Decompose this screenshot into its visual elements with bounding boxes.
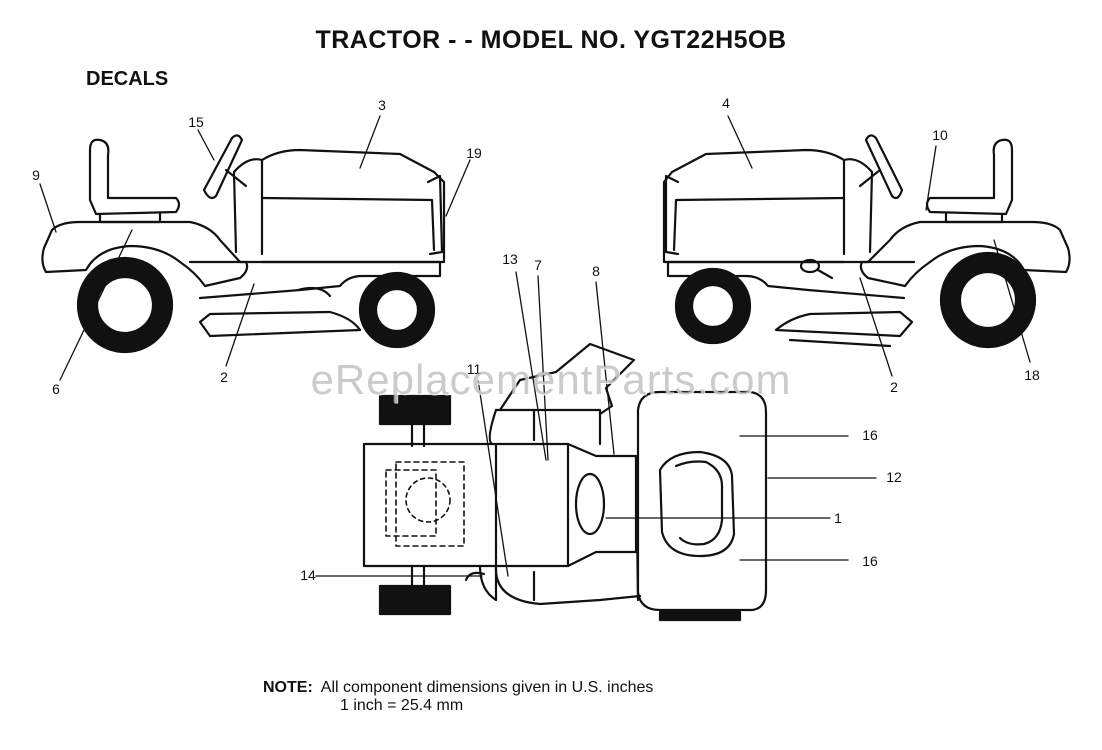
- callout-16-top: 16: [862, 427, 878, 443]
- diagram-title: TRACTOR - - MODEL NO. YGT22H5OB: [315, 26, 787, 54]
- callout-11: 11: [467, 361, 482, 377]
- callout-numbers: 3 4 15 19 9 10 6 2 2 18 13 7 8 11 14 16 …: [32, 95, 1040, 583]
- callout-9: 9: [32, 167, 40, 183]
- callout-1: 1: [834, 510, 842, 526]
- note-line-2: 1 inch = 25.4 mm: [340, 697, 464, 714]
- callout-4: 4: [722, 95, 730, 111]
- callout-2-left: 2: [220, 369, 228, 385]
- callout-12: 12: [886, 469, 902, 485]
- callout-6: 6: [52, 381, 60, 397]
- note: NOTE: All component dimensions given in …: [263, 679, 654, 714]
- callout-14: 14: [300, 567, 316, 583]
- callout-15: 15: [188, 114, 204, 130]
- section-label: DECALS: [86, 68, 169, 90]
- callout-10: 10: [932, 127, 948, 143]
- left-side-tractor: [41, 134, 446, 354]
- leader-lines: [39, 115, 1031, 577]
- callout-2-right: 2: [890, 379, 898, 395]
- callout-16-bottom: 16: [862, 553, 878, 569]
- callout-19: 19: [466, 145, 482, 161]
- callout-3: 3: [378, 97, 386, 113]
- callout-7: 7: [534, 257, 542, 273]
- top-view-tractor: [362, 342, 768, 622]
- callout-18: 18: [1024, 367, 1040, 383]
- note-label: NOTE:: [263, 679, 313, 696]
- callout-13: 13: [502, 251, 518, 267]
- note-line-1: All component dimensions given in U.S. i…: [320, 679, 654, 696]
- callout-8: 8: [592, 263, 600, 279]
- right-side-tractor: [662, 134, 1071, 349]
